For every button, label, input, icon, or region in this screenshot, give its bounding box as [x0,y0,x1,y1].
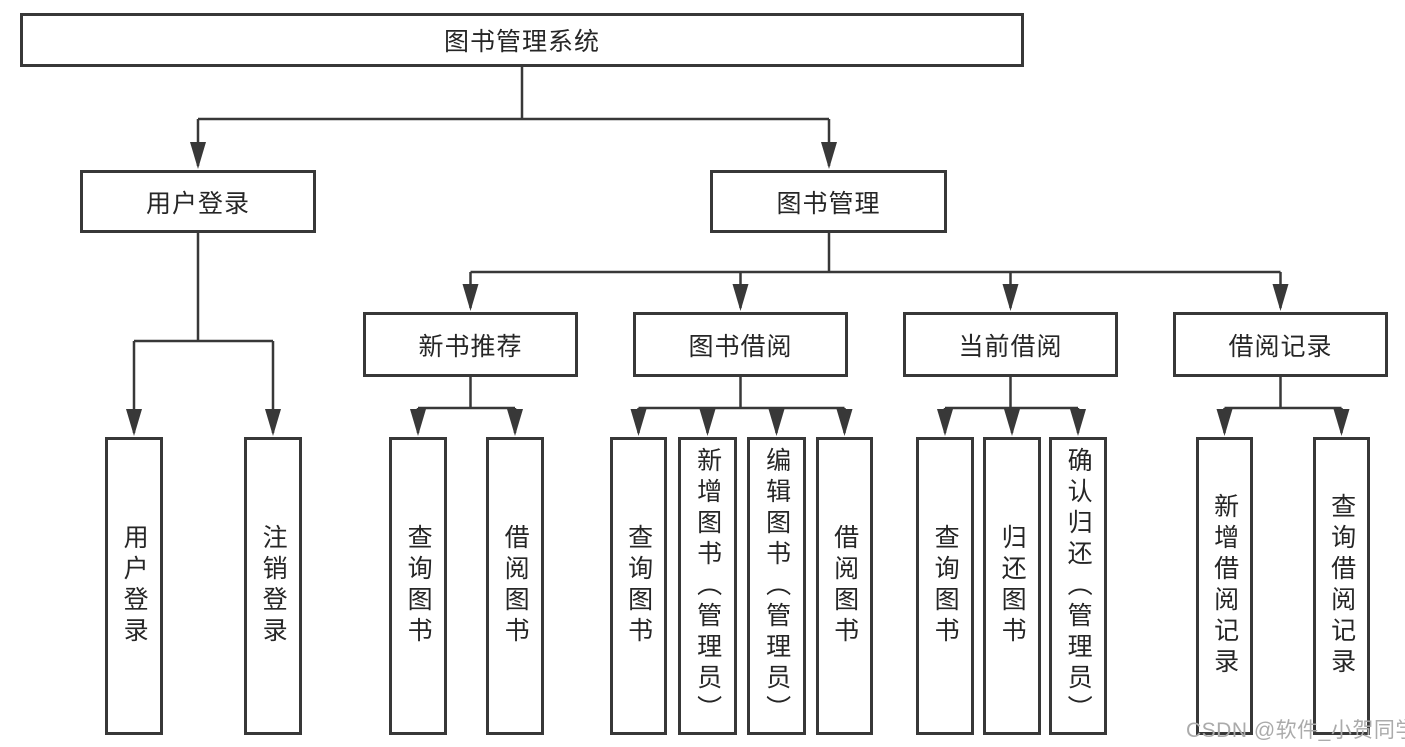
arrowhead [1272,284,1289,311]
leaf-add-book-admin-label: 新增图书（管理员） [693,446,722,726]
arrowhead [1216,409,1233,436]
node-borrow-record: 借阅记录 [1173,312,1388,377]
leaf-query-book-borrow: 查询图书 [610,437,667,735]
node-user-login: 用户登录 [80,170,316,233]
arrowhead [1070,409,1086,436]
node-book-management: 图书管理 [710,170,947,233]
arrowhead [507,409,523,436]
arrowhead [190,142,206,169]
leaf-borrow-book-newrec-label: 借阅图书 [501,524,530,648]
leaf-edit-book-admin: 编辑图书（管理员） [747,437,806,735]
node-root-label: 图书管理系统 [443,28,600,56]
leaf-borrow-book-borrow-label: 借阅图书 [830,524,859,648]
leaf-return-book-label: 归还图书 [998,524,1027,648]
arrowhead [410,409,426,436]
leaf-query-book-newrec-label: 查询图书 [404,524,433,648]
node-book-borrow-label: 图书借阅 [688,332,793,361]
leaf-user-login-label: 用户登录 [120,524,149,648]
arrowhead [699,409,716,436]
leaf-add-borrow-record: 新增借阅记录 [1196,437,1253,735]
node-book-borrow: 图书借阅 [633,312,848,377]
leaf-confirm-return-admin: 确认归还（管理员） [1049,437,1107,735]
leaf-logout-login: 注销登录 [244,437,302,735]
watermark: CSDN @软件_小贺同学 [1186,719,1405,742]
leaf-edit-book-admin-label: 编辑图书（管理员） [762,446,791,726]
arrowhead [836,409,853,436]
leaf-query-book-current-label: 查询图书 [931,524,960,648]
node-new-book-recommend-label: 新书推荐 [418,332,523,361]
leaf-return-book: 归还图书 [983,437,1041,735]
arrowhead [732,284,749,311]
arrowhead [1002,284,1019,311]
leaf-query-borrow-record: 查询借阅记录 [1313,437,1370,735]
arrowhead [937,409,953,436]
node-current-borrow: 当前借阅 [903,312,1118,377]
arrowhead [265,409,281,436]
arrowhead [1004,409,1020,436]
leaf-confirm-return-admin-label: 确认归还（管理员） [1064,446,1093,726]
node-root: 图书管理系统 [20,13,1024,67]
leaf-query-book-newrec: 查询图书 [389,437,447,735]
leaf-query-book-current: 查询图书 [916,437,974,735]
node-borrow-record-label: 借阅记录 [1228,332,1333,361]
leaf-logout-login-label: 注销登录 [259,524,288,648]
leaf-query-book-borrow-label: 查询图书 [624,524,653,648]
leaf-add-borrow-record-label: 新增借阅记录 [1210,493,1239,679]
leaf-add-book-admin: 新增图书（管理员） [678,437,737,735]
arrowhead [126,409,142,436]
leaf-borrow-book-newrec: 借阅图书 [486,437,544,735]
arrowhead [821,142,837,169]
node-current-borrow-label: 当前借阅 [958,332,1063,361]
leaf-borrow-book-borrow: 借阅图书 [816,437,873,735]
arrowhead [768,409,785,436]
node-book-management-label: 图书管理 [776,189,881,218]
arrowhead [1333,409,1350,436]
node-user-login-label: 用户登录 [145,189,250,218]
leaf-query-borrow-record-label: 查询借阅记录 [1327,493,1356,679]
arrowhead [630,409,647,436]
leaf-user-login: 用户登录 [105,437,163,735]
node-new-book-recommend: 新书推荐 [363,312,578,377]
arrowhead [462,284,479,311]
